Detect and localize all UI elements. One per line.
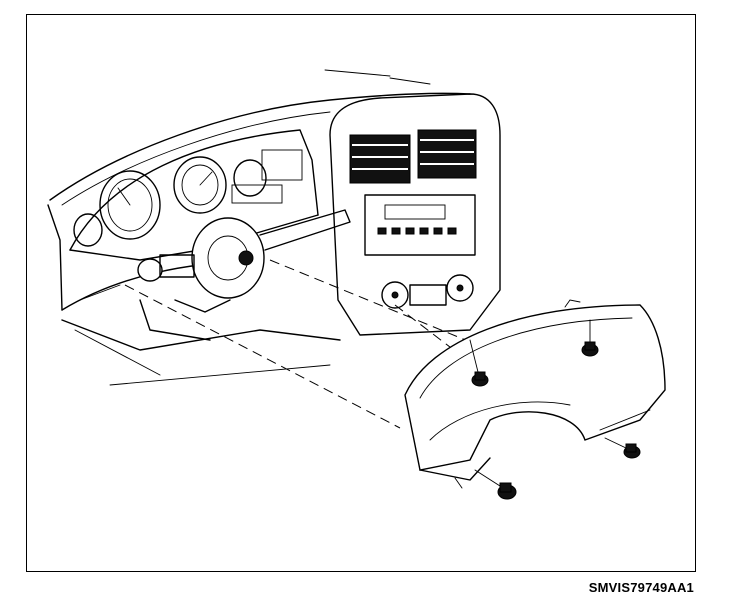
instrument-cluster xyxy=(69,129,319,261)
steering-column xyxy=(137,209,351,341)
bezel-screw-1 xyxy=(471,371,489,387)
small-gauge-left xyxy=(73,213,103,247)
air-vent-right xyxy=(417,129,477,179)
center-stack xyxy=(329,93,501,336)
bezel-screw-2 xyxy=(581,341,599,357)
steering-hub xyxy=(191,217,265,299)
bezel-screws xyxy=(469,319,641,500)
tachometer-gauge xyxy=(173,156,227,214)
speedometer-gauge xyxy=(99,170,161,240)
dashboard-upper xyxy=(47,69,471,311)
air-vent-left xyxy=(349,134,411,184)
ignition-switch xyxy=(137,258,163,282)
small-gauge-right xyxy=(233,159,267,197)
instrument-panel-bezel xyxy=(404,299,666,489)
figure-caption: SMVIS79749AA1 xyxy=(588,580,694,595)
diagram-frame xyxy=(26,14,696,572)
bezel-screw-4 xyxy=(497,482,517,500)
bezel-screw-3 xyxy=(623,443,641,459)
radio-unit xyxy=(364,194,476,256)
